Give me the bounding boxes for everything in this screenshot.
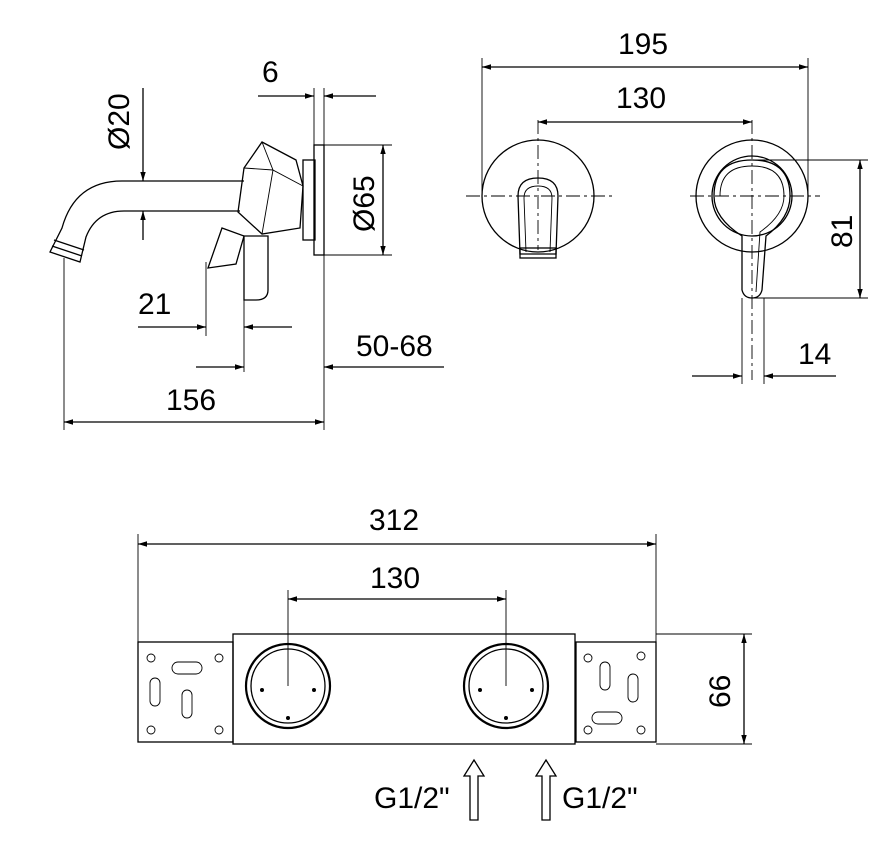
dim-total-width: 195 — [618, 28, 668, 61]
dim-handle-width: 14 — [798, 338, 831, 371]
dim-body-width: 312 — [369, 504, 419, 537]
dim-rosette-diameter: Ø65 — [348, 175, 381, 232]
dim-wall-range: 50-68 — [356, 330, 433, 363]
rosette-plate — [313, 144, 325, 256]
left-bracket — [137, 641, 234, 743]
body-view: 312 130 66 G1/2" G1/2" — [137, 504, 752, 821]
inlet-arrow-right — [534, 758, 558, 821]
cartridge — [243, 235, 269, 301]
dim-spout-length: 156 — [166, 384, 216, 417]
dim-rosette-thickness: 6 — [262, 56, 279, 89]
spout-aerator — [51, 239, 85, 257]
lever — [207, 227, 245, 269]
front-view: 195 130 81 14 — [466, 28, 868, 384]
handle-body — [237, 141, 304, 235]
handle-cap — [711, 155, 793, 237]
dim-handle-height: 81 — [826, 215, 859, 248]
dim-center-distance-body: 130 — [370, 562, 420, 595]
rosette-body — [302, 159, 316, 241]
inlet-label-right: G1/2" — [562, 782, 638, 815]
handle-lever-front — [713, 159, 791, 299]
right-bracket — [575, 641, 657, 743]
spout-aerator-front — [519, 247, 557, 259]
spout-front — [517, 177, 559, 255]
dim-center-distance-front: 130 — [616, 82, 666, 115]
dim-body-height: 66 — [704, 675, 737, 708]
inlet-label-left: G1/2" — [374, 782, 450, 815]
side-view: Ø20 6 Ø65 21 50-68 156 — [49, 56, 444, 430]
dim-handle-offset: 21 — [138, 288, 171, 321]
handle-facet — [243, 141, 304, 235]
dim-spout-diameter: Ø20 — [103, 93, 136, 150]
inlet-arrow-left — [462, 758, 486, 821]
